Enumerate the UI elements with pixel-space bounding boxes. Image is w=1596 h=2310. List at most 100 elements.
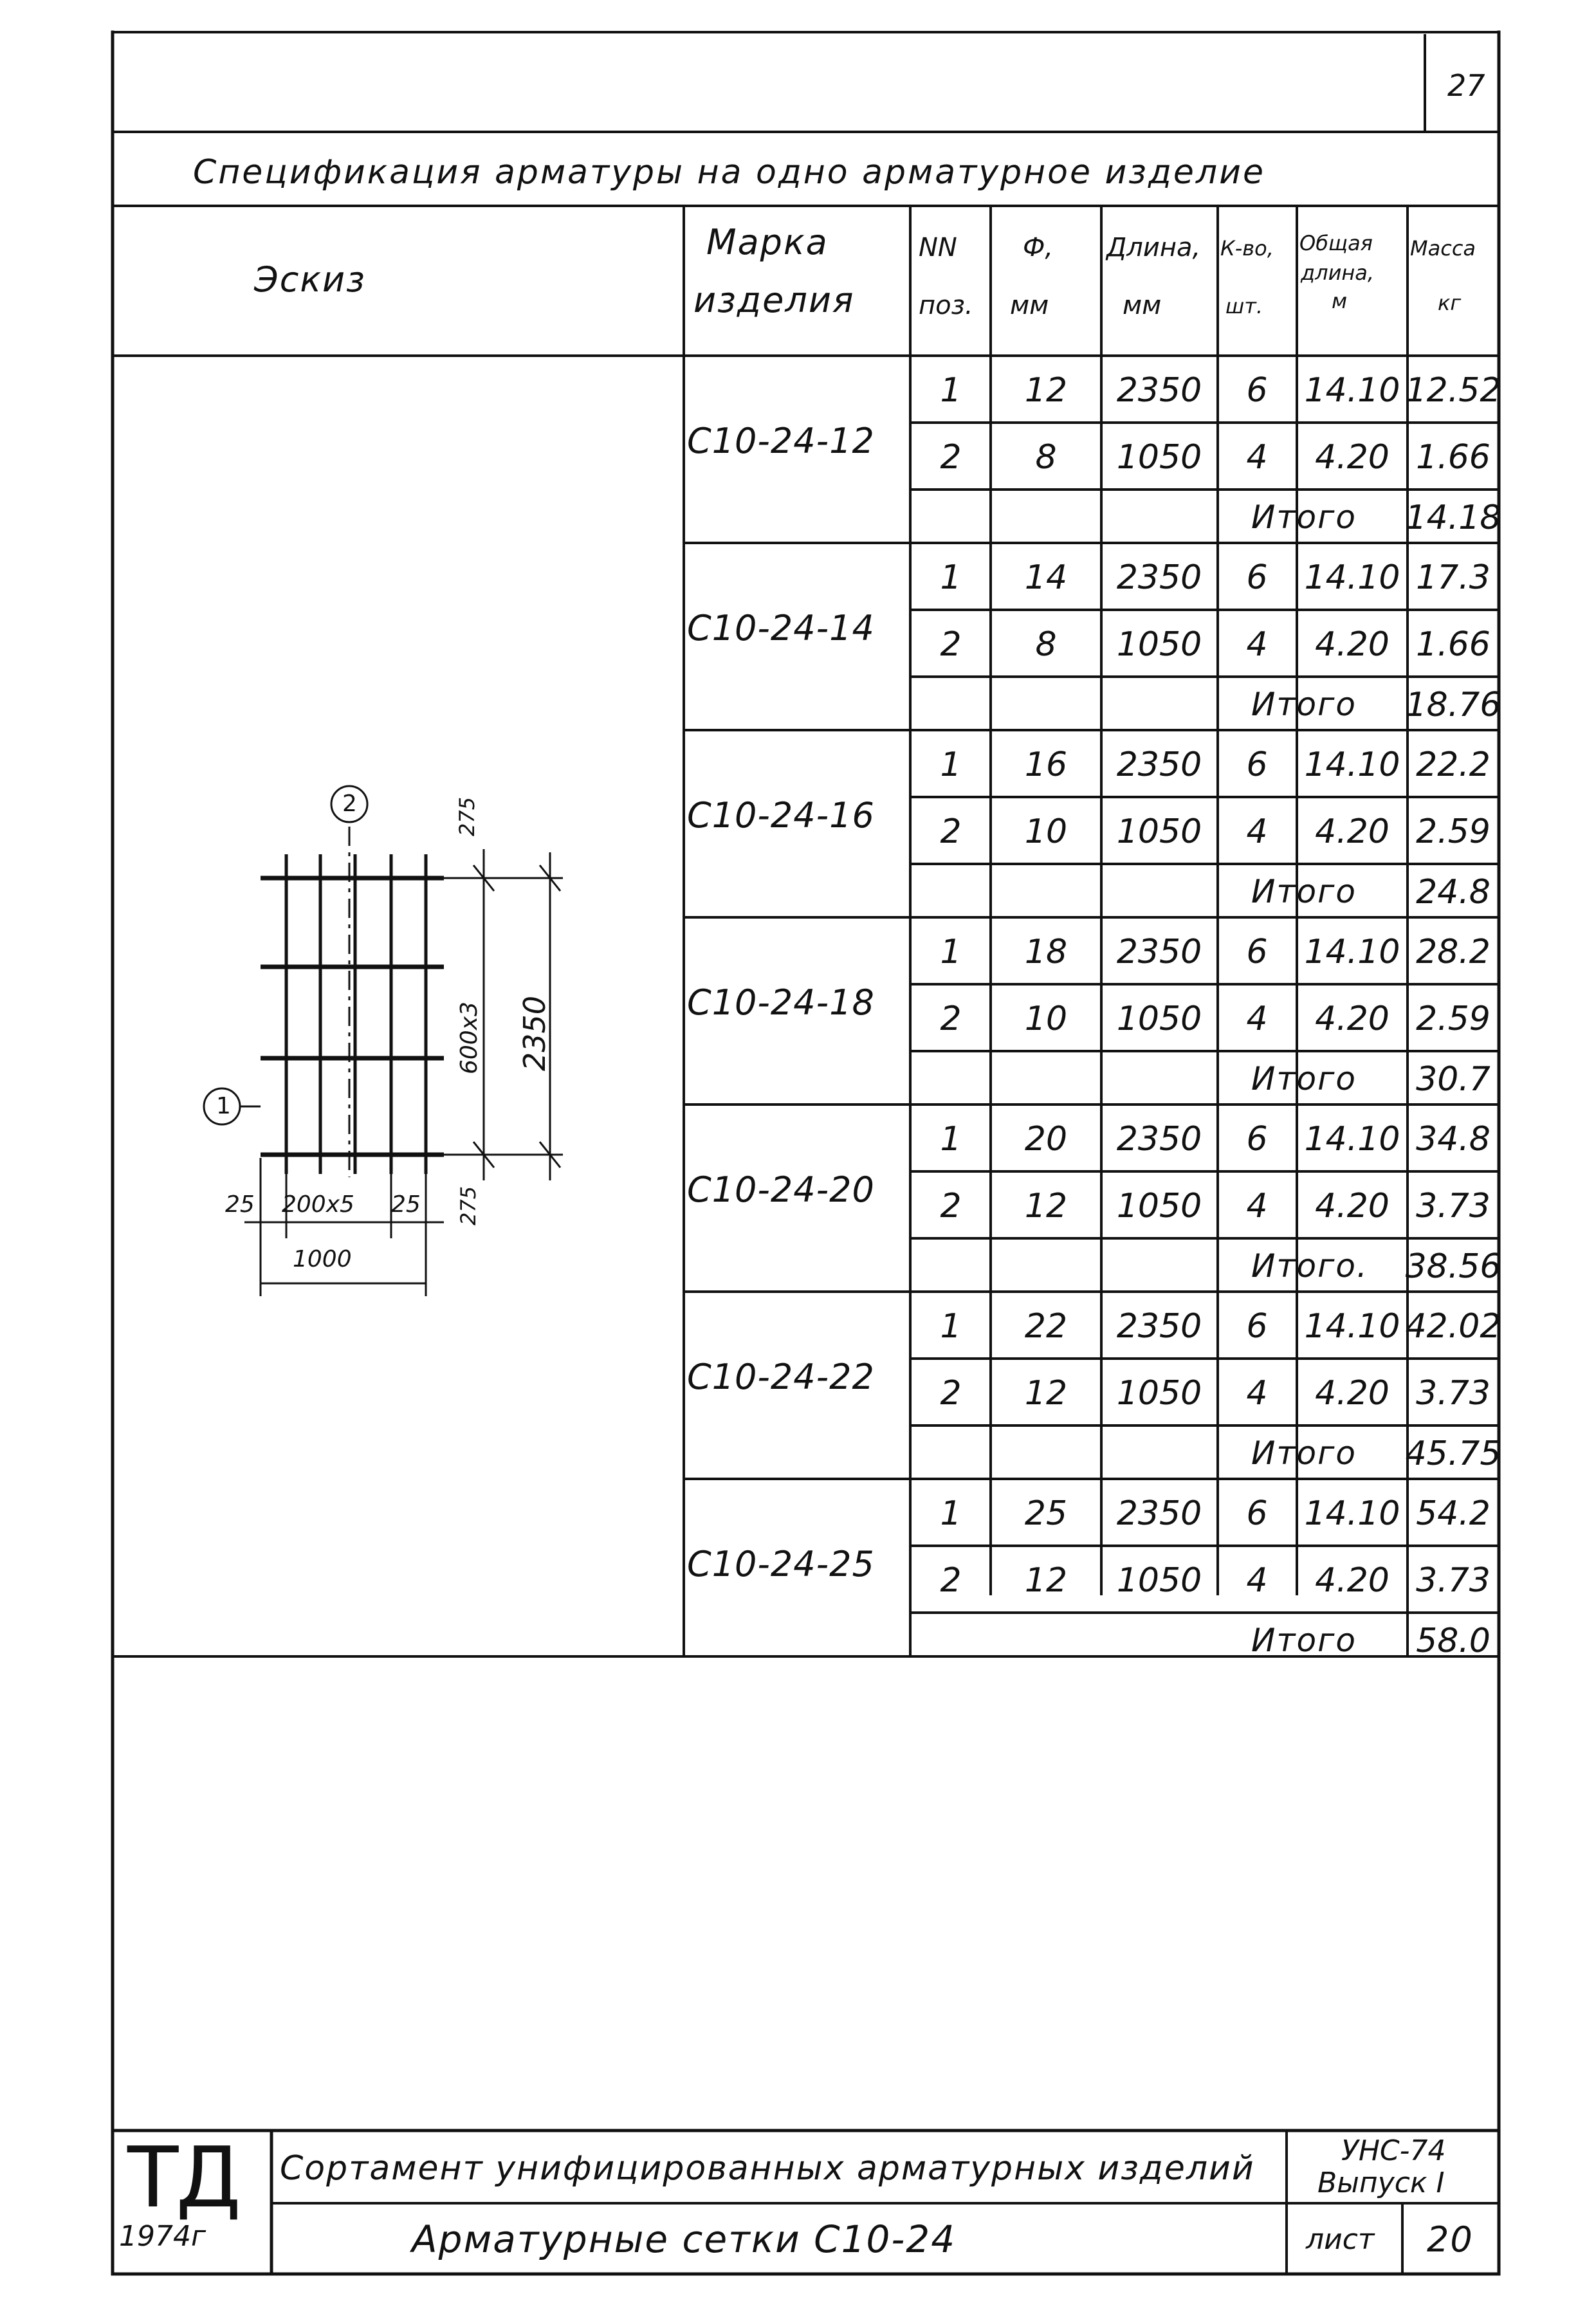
cell-pos: 1 xyxy=(940,558,962,597)
cell-dia: 14 xyxy=(1024,558,1068,597)
cell-mass: 2.59 xyxy=(1416,1000,1491,1038)
itogo-value: 58.0 xyxy=(1416,1622,1491,1660)
cell-qty: 6 xyxy=(1246,1120,1268,1159)
cell-length: 2350 xyxy=(1116,1494,1202,1533)
cell-mass: 28.2 xyxy=(1416,933,1491,971)
dim-top-275: 275 xyxy=(455,796,479,836)
cell-mass: 42.02 xyxy=(1405,1307,1501,1346)
dim-2350: 2350 xyxy=(517,995,552,1071)
header-mass-line2: кг xyxy=(1438,291,1462,315)
itogo-label: Итого xyxy=(1251,873,1357,910)
cell-dia: 12 xyxy=(1024,1187,1068,1225)
cell-total-len: 14.10 xyxy=(1304,558,1400,597)
header-total-length-line3: м xyxy=(1332,289,1348,313)
cell-pos: 1 xyxy=(940,1120,962,1159)
page-number: 27 xyxy=(1447,68,1485,103)
cell-length: 1050 xyxy=(1116,1374,1202,1413)
product-mark: С10-24-18 xyxy=(687,982,875,1023)
stamp-subtitle: Арматурные сетки С10-24 xyxy=(412,2217,957,2261)
header-diameter-line2: мм xyxy=(1010,291,1049,320)
cell-qty: 6 xyxy=(1246,558,1268,597)
cell-mass: 12.52 xyxy=(1405,371,1501,410)
stamp-sheet-label: лист xyxy=(1306,2223,1375,2256)
header-total-length-line2: длина, xyxy=(1301,261,1375,285)
cell-dia: 12 xyxy=(1024,371,1068,410)
cell-length: 2350 xyxy=(1116,1307,1202,1346)
stamp-code-line1: УНС-74 xyxy=(1341,2134,1446,2167)
cell-dia: 22 xyxy=(1024,1307,1068,1346)
product-mark: С10-24-20 xyxy=(687,1169,875,1210)
header-mark-line2: изделия xyxy=(693,280,855,320)
cell-mass: 3.73 xyxy=(1416,1187,1491,1225)
header-mark-line1: Марка xyxy=(706,222,829,262)
cell-mass: 1.66 xyxy=(1416,438,1491,477)
cell-mass: 2.59 xyxy=(1416,812,1491,851)
header-sketch: Эскиз xyxy=(254,259,366,300)
product-mark: С10-24-22 xyxy=(687,1357,875,1397)
cell-dia: 25 xyxy=(1024,1494,1068,1533)
cell-length: 2350 xyxy=(1116,1120,1202,1159)
itogo-value: 24.8 xyxy=(1416,873,1491,912)
cell-dia: 10 xyxy=(1024,1000,1068,1038)
dim-left-25: 25 xyxy=(225,1191,255,1218)
cell-qty: 4 xyxy=(1246,438,1268,477)
cell-qty: 4 xyxy=(1246,625,1268,664)
td-logo: ТД xyxy=(127,2129,241,2226)
cell-total-len: 4.20 xyxy=(1315,1187,1390,1225)
header-pos-line2: поз. xyxy=(919,291,973,320)
cell-dia: 18 xyxy=(1024,933,1068,971)
cell-length: 2350 xyxy=(1116,371,1202,410)
mesh-sketch xyxy=(203,785,563,1296)
cell-qty: 6 xyxy=(1246,746,1268,784)
cell-length: 2350 xyxy=(1116,558,1202,597)
cell-mass: 22.2 xyxy=(1416,746,1491,784)
header-mass-line1: Масса xyxy=(1410,236,1476,261)
cell-length: 2350 xyxy=(1116,933,1202,971)
product-mark: С10-24-14 xyxy=(687,608,875,648)
position-2-label: 2 xyxy=(342,791,357,817)
cell-qty: 6 xyxy=(1246,1494,1268,1533)
header-diameter-line1: Ф, xyxy=(1023,233,1054,262)
cell-mass: 17.3 xyxy=(1416,558,1491,597)
cell-pos: 1 xyxy=(940,1494,962,1533)
itogo-label: Итого xyxy=(1251,499,1357,536)
cell-pos: 2 xyxy=(940,625,962,664)
itogo-label: Итого xyxy=(1251,686,1357,723)
cell-dia: 12 xyxy=(1024,1374,1068,1413)
header-length-line2: мм xyxy=(1123,291,1162,320)
position-1-label: 1 xyxy=(216,1093,231,1119)
cell-qty: 6 xyxy=(1246,933,1268,971)
cell-pos: 1 xyxy=(940,746,962,784)
cell-dia: 20 xyxy=(1024,1120,1068,1159)
cell-dia: 8 xyxy=(1035,438,1057,477)
cell-total-len: 14.10 xyxy=(1304,746,1400,784)
header-total-length-line1: Общая xyxy=(1299,231,1373,255)
cell-total-len: 4.20 xyxy=(1315,438,1390,477)
cell-dia: 8 xyxy=(1035,625,1057,664)
cell-total-len: 4.20 xyxy=(1315,1561,1390,1600)
cell-total-len: 14.10 xyxy=(1304,1307,1400,1346)
cell-dia: 16 xyxy=(1024,746,1068,784)
cell-length: 1050 xyxy=(1116,1000,1202,1038)
itogo-value: 38.56 xyxy=(1405,1247,1501,1286)
header-qty-line1: К-во, xyxy=(1220,236,1274,261)
cell-length: 1050 xyxy=(1116,1561,1202,1600)
dim-width-1000: 1000 xyxy=(293,1246,352,1272)
cell-mass: 1.66 xyxy=(1416,625,1491,664)
cell-qty: 4 xyxy=(1246,1374,1268,1413)
cell-mass: 3.73 xyxy=(1416,1561,1491,1600)
cell-length: 1050 xyxy=(1116,438,1202,477)
cell-length: 2350 xyxy=(1116,746,1202,784)
dim-right-25: 25 xyxy=(391,1191,421,1218)
cell-total-len: 14.10 xyxy=(1304,371,1400,410)
cell-total-len: 14.10 xyxy=(1304,1494,1400,1533)
cell-mass: 54.2 xyxy=(1416,1494,1491,1533)
cell-pos: 1 xyxy=(940,1307,962,1346)
cell-pos: 2 xyxy=(940,1374,962,1413)
cell-pos: 2 xyxy=(940,1561,962,1600)
cell-length: 1050 xyxy=(1116,1187,1202,1225)
product-mark: С10-24-12 xyxy=(687,421,875,461)
cell-mass: 34.8 xyxy=(1416,1120,1491,1159)
